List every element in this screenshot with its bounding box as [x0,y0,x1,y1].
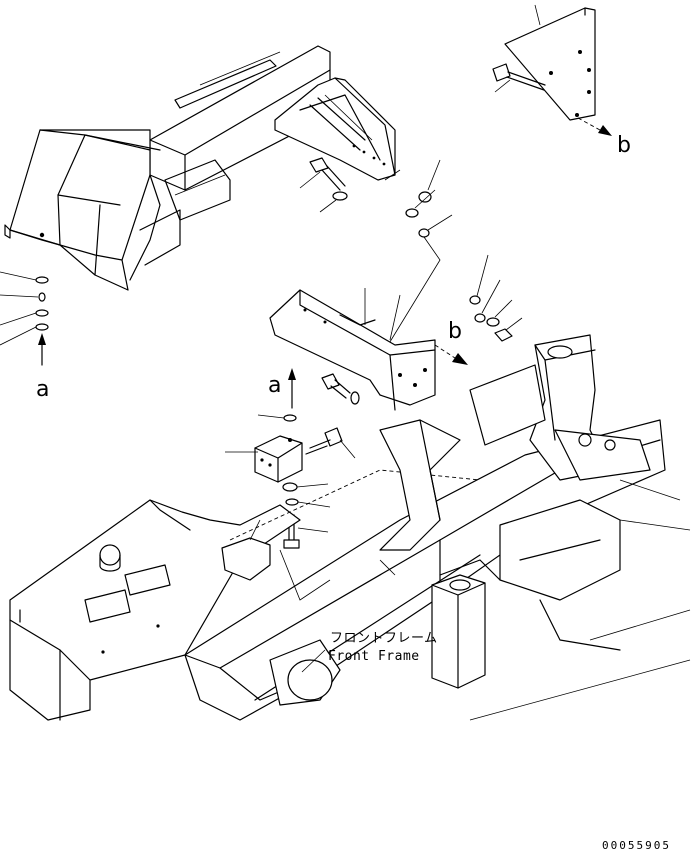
mount-bracket [270,255,522,410]
front-frame-label-jp: フロントフレーム [330,631,438,646]
drawing-code: 00055905 [602,839,671,852]
arrow-label-a-left: a [36,377,49,402]
front-frame [10,335,690,720]
small-bracket [225,368,359,548]
front-frame-label-en: Front Frame [328,649,420,664]
upper-bolts [300,158,452,350]
arrow-label-b-right: b [617,133,631,158]
arrow-label-b-center: b [448,319,462,344]
arrow-label-a-center: a [268,373,281,398]
step-guard-assembly [5,46,395,290]
cover-plate [493,5,612,136]
left-hardware-stack [0,272,48,365]
